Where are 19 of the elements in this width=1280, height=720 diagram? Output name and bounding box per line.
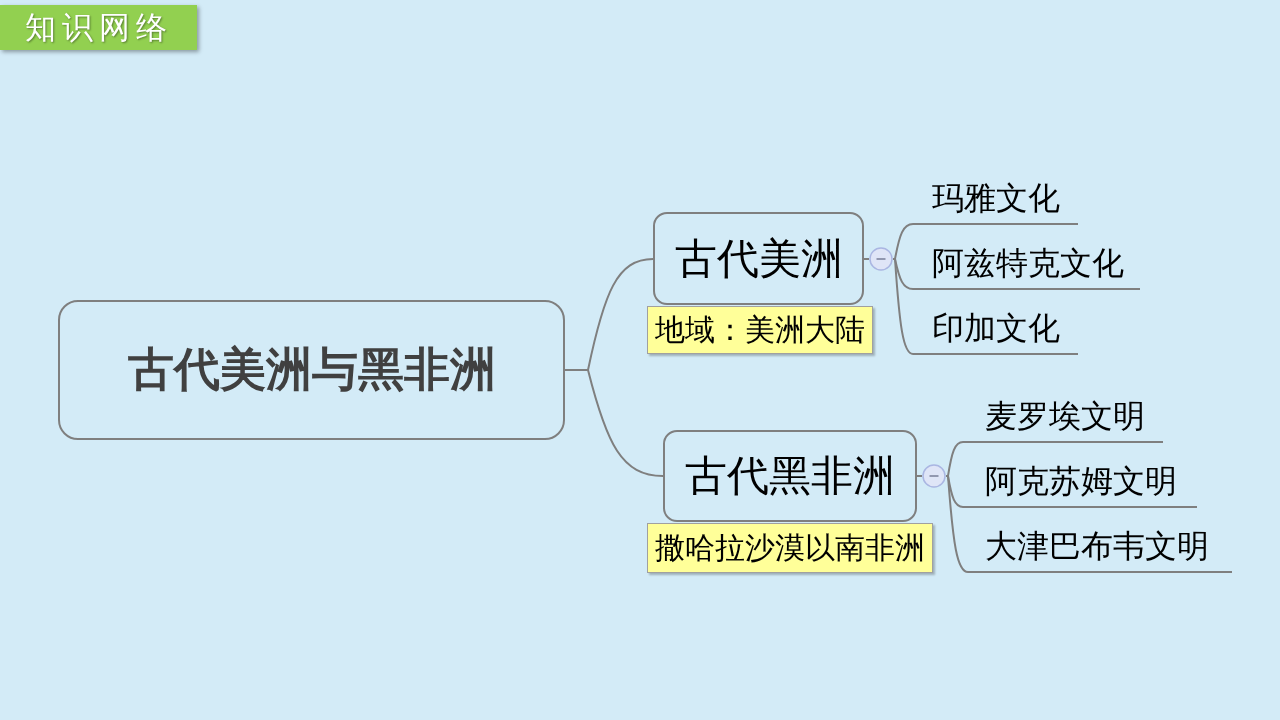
note-box: 撒哈拉沙漠以南非洲 [647,523,933,573]
title-banner: 知识网络 [0,5,197,50]
connector-line [892,258,914,355]
branch-topic: 阿兹特克文化 [913,243,1140,290]
connector-line [564,369,664,477]
topic-box: 古代美洲与黑非洲 [58,300,565,440]
branch-topic: 玛雅文化 [913,178,1078,225]
connector-line [863,258,870,260]
branch-topic: 阿克苏姆文明 [963,461,1197,508]
collapse-icon [869,247,893,271]
collapse-icon [922,464,946,488]
connector-line [892,223,914,260]
connector-line [945,441,964,477]
branch-topic: 大津巴布韦文明 [968,526,1232,573]
connector-line [945,475,969,573]
connector-line [916,475,923,477]
branch-topic: 麦罗埃文明 [963,396,1163,443]
note-box: 地域：美洲大陆 [647,306,873,354]
branch-topic: 印加文化 [913,308,1078,355]
